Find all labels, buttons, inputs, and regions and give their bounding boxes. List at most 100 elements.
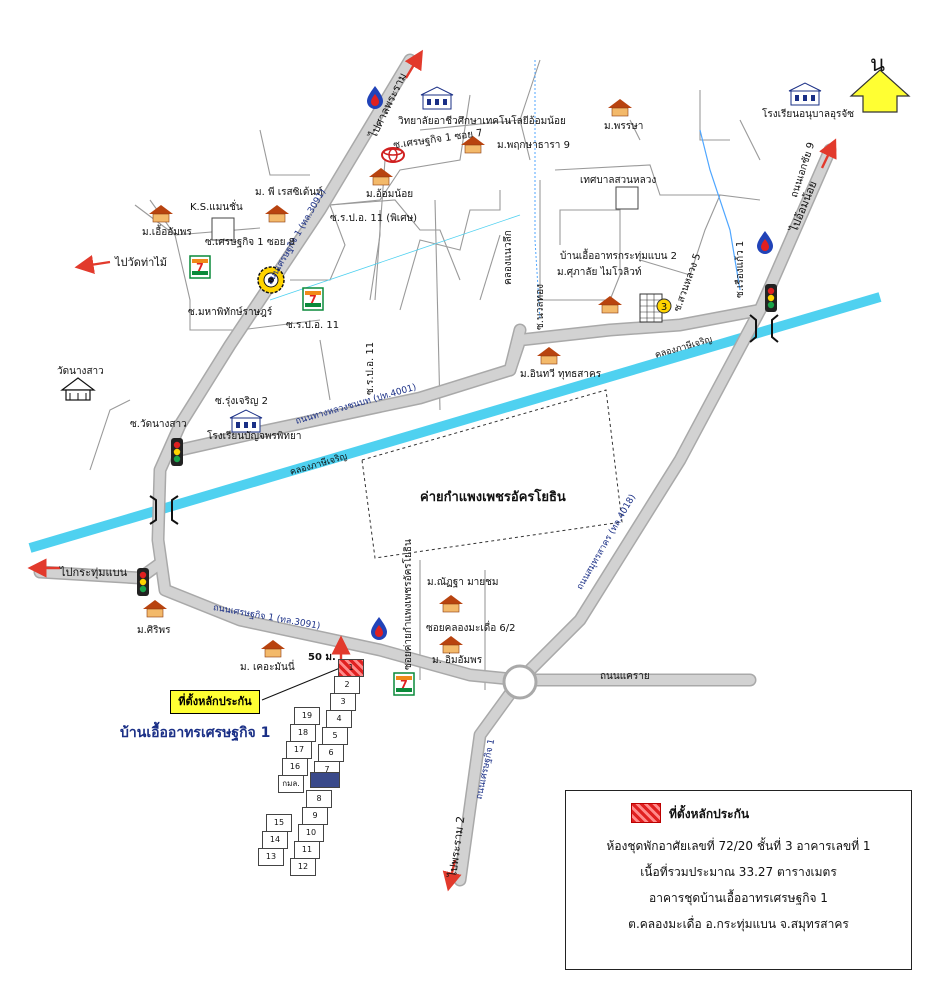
army-camp-area (361, 389, 623, 559)
legend-line-4: ต.คลองมะเดื่อ อ.กระทุ่มแบน จ.สมุทรสาคร (628, 917, 849, 931)
toyota-logo (381, 147, 405, 163)
legend-box: ที่ตั้งหลักประกัน ห้องชุดพักอาศัยเลขที่ … (565, 790, 912, 970)
label-m-president: ม. พี เรสซิเด้นท์ (255, 187, 323, 198)
arrow-north-fishing (404, 49, 423, 79)
label-soi-khlong: ซ.นวลทอง (535, 283, 546, 330)
label-soi-rueang-1: ซ.เรืองแก้ว 1 (735, 240, 746, 298)
label-soi-wat-nang-sao: ซ.วัดนางสาว (130, 419, 187, 430)
main-roads (33, 53, 837, 887)
unit-box: กมล. (278, 775, 304, 793)
label-soi-khlong-ma-duea: ซอยคลองมะเดื่อ 6/2 (426, 623, 516, 634)
legend-line-1: ห้องชุดพักอาศัยเลขที่ 72/20 ชั้นที่ 3 อา… (606, 839, 871, 853)
label-wat-nang-sao: วัดนางสาว (57, 366, 104, 377)
project-2-badge (656, 298, 672, 314)
label-hospital-north: โรงเรียนอนุบาลอุรจัซ (762, 109, 855, 120)
seven-eleven-icon (189, 255, 211, 279)
house-icon (597, 295, 623, 314)
project-title: บ้านเอื้ออาทรเศรษฐกิจ 1 (120, 725, 271, 741)
north-arrow-icon (849, 69, 911, 113)
legend-line-2: เนื้อที่รวมประมาณ 33.27 ตารางเมตร (640, 865, 837, 879)
house-icon (142, 599, 168, 618)
label-m-kadamanee: ม. เคอะมันนี่ (240, 662, 295, 673)
school-icon (229, 409, 263, 433)
house-icon (438, 594, 464, 613)
label-municipality: เทศบาลสวนหลวง (580, 175, 657, 186)
unit-photo (310, 772, 340, 788)
arrow-om-noi (819, 138, 837, 169)
unit-box: 14 (262, 831, 288, 849)
north-label: น (870, 52, 886, 77)
school-icon (788, 82, 822, 106)
stream (699, 129, 741, 291)
traffic-light-icon (765, 284, 777, 312)
unit-box: 11 (294, 841, 320, 859)
unit-box: 4 (326, 710, 352, 728)
water-line (534, 60, 541, 321)
label-ptt-school: วิทยาลัยอาชีวศึกษาเทคโนโลยีอ้อมน้อย (398, 116, 566, 127)
unit-box: 5 (322, 727, 348, 745)
bridge-east (749, 314, 779, 343)
traffic-light-icon (171, 438, 183, 466)
school-icon (420, 86, 454, 110)
site-pointer-line (261, 667, 341, 701)
unit-box: 9 (302, 807, 328, 825)
unit-box: 10 (298, 824, 324, 842)
label-m-pruksa-9: ม.พฤกษาธารา 9 (497, 140, 570, 151)
label-m-om-ampon: ม. อิ่มอัมพร (432, 655, 483, 666)
unit-box: 8 (306, 790, 332, 808)
label-soi-setthakit-8: ซ.เศรษฐกิจ 1 ซอย 8 (205, 237, 296, 248)
label-m-inthawi: ม.อินทวี ทุทธสาคร (520, 369, 602, 380)
unit-box: 17 (286, 741, 312, 759)
label-soi-rp-11-mid: ซ.ร.ป.อ. 11 (365, 341, 376, 395)
unit-box: 18 (290, 724, 316, 742)
legend-swatch (631, 803, 661, 823)
label-khlong-kho: คลองแนวลึก (503, 230, 514, 285)
direction-arrows (27, 49, 837, 892)
district-line (269, 214, 521, 301)
house-icon (368, 167, 394, 186)
label-soi-khlong-kamphaeng: ซอยค่ายกำแพงเพชรอัครโยธิน (403, 539, 414, 670)
unit-1-collateral: 1 (338, 659, 364, 677)
label-soi-rungcharoen-2: ซ.รุ่งเจริญ 2 (215, 396, 268, 407)
police-emblem-icon (257, 266, 285, 294)
seven-eleven-icon (302, 287, 324, 311)
unit-box: 19 (294, 707, 320, 725)
label-to-krathum-baen: ไปกระทุ่มแบน (60, 566, 128, 579)
label-army-camp: ค่ายกำแพงเพชรอัครโยธิน (420, 490, 566, 505)
label-m-aem-umporn: ม.เอื้ออัมพร (142, 227, 192, 238)
label-distance: 50 ม. (308, 652, 336, 663)
unit-box: 13 (258, 848, 284, 866)
label-soi-rp-11: ซ.ร.ป.อ. 11 (286, 320, 340, 331)
unit-box: 16 (282, 758, 308, 776)
label-m-om-noi: ม.อ้อมน้อย (366, 189, 414, 200)
temple-icon (60, 377, 96, 401)
bridge-west (149, 495, 179, 525)
unit-box: 3 (330, 693, 356, 711)
unit-box: 12 (290, 858, 316, 876)
unit-box: 15 (266, 814, 292, 832)
label-project-2: บ้านเอื้ออาทรกระทุ่มแบน 2 (560, 251, 677, 262)
municipality-box (615, 186, 639, 210)
label-school-pattana: โรงเรียนบัญจพรพิทยา (207, 431, 302, 442)
label-ks-mansion: K.S.แมนชั่น (190, 202, 243, 213)
label-m-chanya: ม.ณัฏฐา มายชม (427, 577, 499, 588)
unit-box: 6 (318, 744, 344, 762)
house-icon (536, 346, 562, 365)
label-m-prasaya: ม.พรรษา (604, 121, 644, 132)
ks-mansion-box (211, 217, 235, 241)
label-soi-rp-11-top: ซ.ร.ป.อ. 11 (พิเศษ) (330, 213, 418, 224)
house-icon (148, 204, 174, 223)
label-to-wat-tanai: ไปวัดท่าไม้ (115, 256, 168, 269)
arrow-wat-tanai (74, 255, 111, 275)
gas-station-icon (371, 617, 387, 640)
label-rd-kraerai: ถนนแคราย (600, 671, 650, 682)
label-m-supachai: ม.ศุภาลัย ไมโวลิวท์ (557, 267, 642, 278)
house-icon (260, 639, 286, 658)
label-m-siriphon: ม.ศิริพร (137, 625, 171, 636)
traffic-light-icon (137, 568, 149, 596)
unit-box: 2 (334, 676, 360, 694)
legend-swatch-label: ที่ตั้งหลักประกัน (669, 807, 750, 821)
project-2-badge-number: 3 (661, 302, 667, 313)
collateral-location-tag: ที่ตั้งหลักประกัน (170, 690, 260, 714)
